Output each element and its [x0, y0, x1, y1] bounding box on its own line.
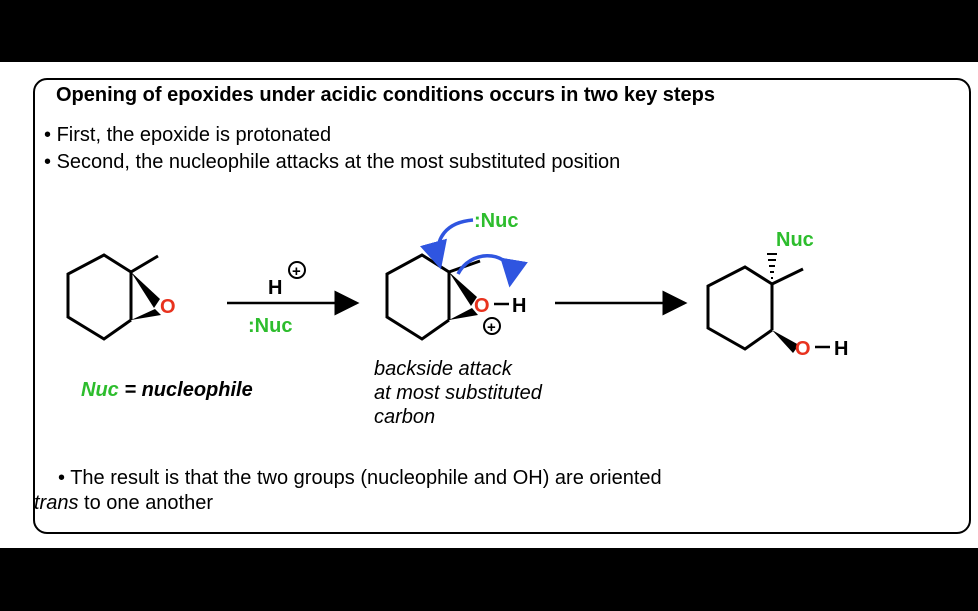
result-note: • The result is that the two groups (nuc… — [34, 466, 662, 516]
epoxide-oxygen: O — [160, 296, 176, 318]
bullet-text: First, the epoxide is protonated — [56, 124, 332, 146]
caption-line: backside attack — [374, 358, 512, 380]
result-suffix: to one another — [78, 492, 214, 514]
reaction-scheme: O H + :Nuc O H + :Nuc — [66, 210, 848, 360]
charge-sign: + — [487, 319, 496, 336]
result-line-2: trans to one another — [34, 491, 662, 516]
hashed-bond — [767, 253, 777, 279]
cyclohexane-ring — [706, 265, 773, 351]
charge-sign: + — [292, 263, 301, 280]
protonated-oxygen: O — [474, 295, 490, 317]
product-nucleophile: Nuc — [776, 229, 814, 251]
nuc-meaning: = nucleophile — [118, 379, 253, 401]
cyclohexane-ring — [385, 253, 450, 341]
bullet-dot: • — [44, 124, 52, 146]
proton-reagent: H — [268, 277, 282, 299]
wedge-bond-lower — [449, 308, 478, 320]
product-oxygen: O — [795, 338, 811, 360]
result-line-1: • The result is that the two groups (nuc… — [58, 466, 662, 491]
wedge-bond-upper — [131, 272, 160, 308]
bullet-dot: • — [58, 467, 66, 489]
plus-charge-icon — [483, 317, 501, 335]
trans-term: trans — [34, 492, 79, 514]
bond-break-curved-arrow-icon — [456, 254, 528, 288]
cyclohexane-ring — [66, 253, 132, 341]
protonated-epoxide-molecule: O H + :Nuc — [385, 210, 528, 341]
bullet-dot: • — [44, 151, 52, 173]
nuc-term: Nuc — [81, 379, 119, 401]
bullet-attack: • Second, the nucleophile attacks at the… — [44, 151, 620, 174]
slide-heading: Opening of epoxides under acidic conditi… — [56, 84, 716, 106]
result-text: The result is that the two groups (nucle… — [70, 467, 662, 489]
wedge-bond-oh — [772, 330, 799, 353]
nucleophile-definition: Nuc = nucleophile — [81, 379, 253, 402]
bullet-text: Second, the nucleophile attacks at the m… — [56, 151, 621, 173]
caption-line: at most substituted — [374, 382, 542, 404]
nucleophile-reagent: :Nuc — [248, 315, 292, 337]
hydrogen-label: H — [512, 295, 526, 317]
methyl-bond — [130, 254, 159, 274]
epoxide-molecule: O — [66, 253, 176, 341]
attack-caption: backside attack at most substituted carb… — [374, 357, 542, 429]
plus-charge-icon — [288, 261, 306, 279]
wedge-bond-lower — [131, 309, 161, 320]
protonation-arrow: H + :Nuc — [227, 261, 360, 337]
attacking-nucleophile: :Nuc — [474, 210, 518, 232]
bullet-protonation: • First, the epoxide is protonated — [44, 124, 331, 147]
attack-curved-arrow-icon — [420, 218, 474, 270]
trans-product-molecule: Nuc O H — [706, 229, 848, 360]
methyl-bond — [771, 267, 804, 286]
wedge-bond-upper — [449, 272, 477, 306]
content-frame — [33, 78, 971, 534]
hydrogen-label: H — [834, 338, 848, 360]
slide: Opening of epoxides under acidic conditi… — [0, 62, 978, 548]
caption-line: carbon — [374, 406, 436, 428]
